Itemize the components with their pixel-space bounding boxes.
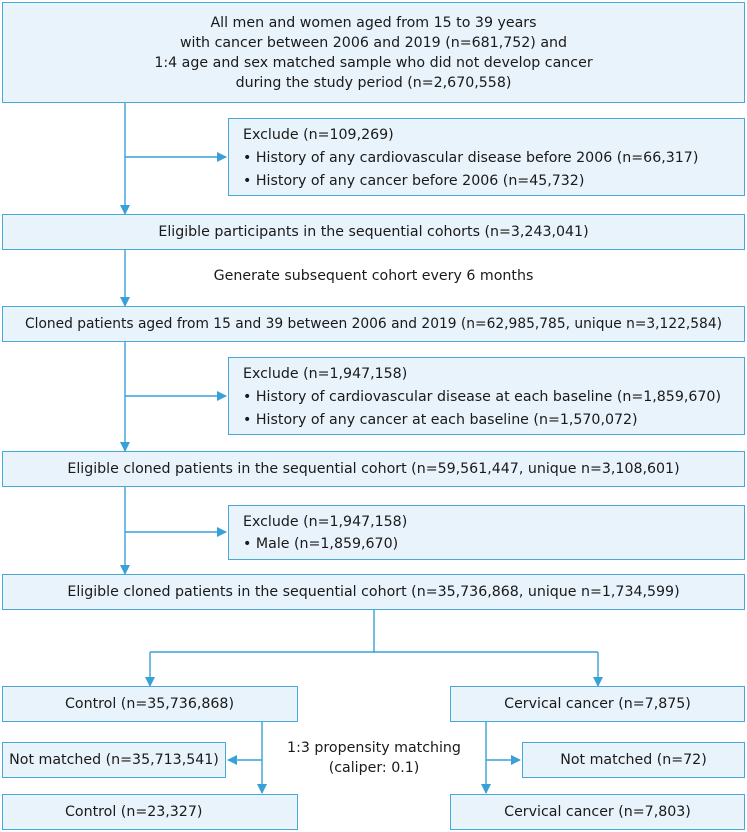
cervical-box-2: Cervical cancer (n=7,803) [450,794,745,830]
cervical-2-text: Cervical cancer (n=7,803) [504,804,691,820]
exclude-2-item-2: • History of any cancer at each baseline… [243,412,638,428]
not-matched-box-left: Not matched (n=35,713,541) [2,742,226,778]
exclude-3-title: Exclude (n=1,947,158) [243,514,408,530]
control-1-text: Control (n=35,736,868) [65,696,234,712]
control-box-2: Control (n=23,327) [2,794,298,830]
top-box: All men and women aged from 15 to 39 yea… [2,2,745,103]
cloned-box: Cloned patients aged from 15 and 39 betw… [2,306,745,342]
not-matched-right-text: Not matched (n=72) [560,752,707,768]
top-box-line-1: All men and women aged from 15 to 39 yea… [210,14,537,31]
exclude-1-item-1: • History of any cardiovascular disease … [243,150,699,166]
not-matched-box-right: Not matched (n=72) [522,742,745,778]
cervical-box-1: Cervical cancer (n=7,875) [450,686,745,722]
propensity-line-2: (caliper: 0.1) [328,760,420,776]
propensity-note: 1:3 propensity matching (caliper: 0.1) [276,738,472,778]
eligible-2-text: Eligible cloned patients in the sequenti… [67,461,680,477]
split-connector [150,610,375,653]
exclude-1-title: Exclude (n=109,269) [243,127,394,143]
propensity-line-1: 1:3 propensity matching [287,740,461,756]
eligible-box-2: Eligible cloned patients in the sequenti… [2,451,745,487]
top-box-line-2: with cancer between 2006 and 2019 (n=681… [179,34,568,51]
exclude-box-3: Exclude (n=1,947,158) • Male (n=1,859,67… [228,505,745,560]
eligible-box-1: Eligible participants in the sequential … [2,214,745,250]
exclude-3-item-1: • Male (n=1,859,670) [243,536,399,552]
exclude-2-title: Exclude (n=1,947,158) [243,366,408,382]
control-box-1: Control (n=35,736,868) [2,686,298,722]
not-matched-left-text: Not matched (n=35,713,541) [9,752,219,768]
cervical-1-text: Cervical cancer (n=7,875) [504,696,691,712]
eligible-3-text: Eligible cloned patients in the sequenti… [67,584,680,600]
cloned-text: Cloned patients aged from 15 and 39 betw… [25,316,722,332]
exclude-1-item-2: • History of any cancer before 2006 (n=4… [243,173,585,189]
eligible-1-text: Eligible participants in the sequential … [158,224,589,240]
exclude-box-1: Exclude (n=109,269) • History of any car… [228,118,745,196]
exclude-2-item-1: • History of cardiovascular disease at e… [243,389,721,405]
generate-cohort-note: Generate subsequent cohort every 6 month… [213,268,534,284]
top-box-line-4: during the study period (n=2,670,558) [235,74,512,91]
exclude-box-2: Exclude (n=1,947,158) • History of cardi… [228,357,745,435]
control-2-text: Control (n=23,327) [65,804,203,820]
top-box-line-3: 1:4 age and sex matched sample who did n… [154,54,593,71]
eligible-box-3: Eligible cloned patients in the sequenti… [2,574,745,610]
